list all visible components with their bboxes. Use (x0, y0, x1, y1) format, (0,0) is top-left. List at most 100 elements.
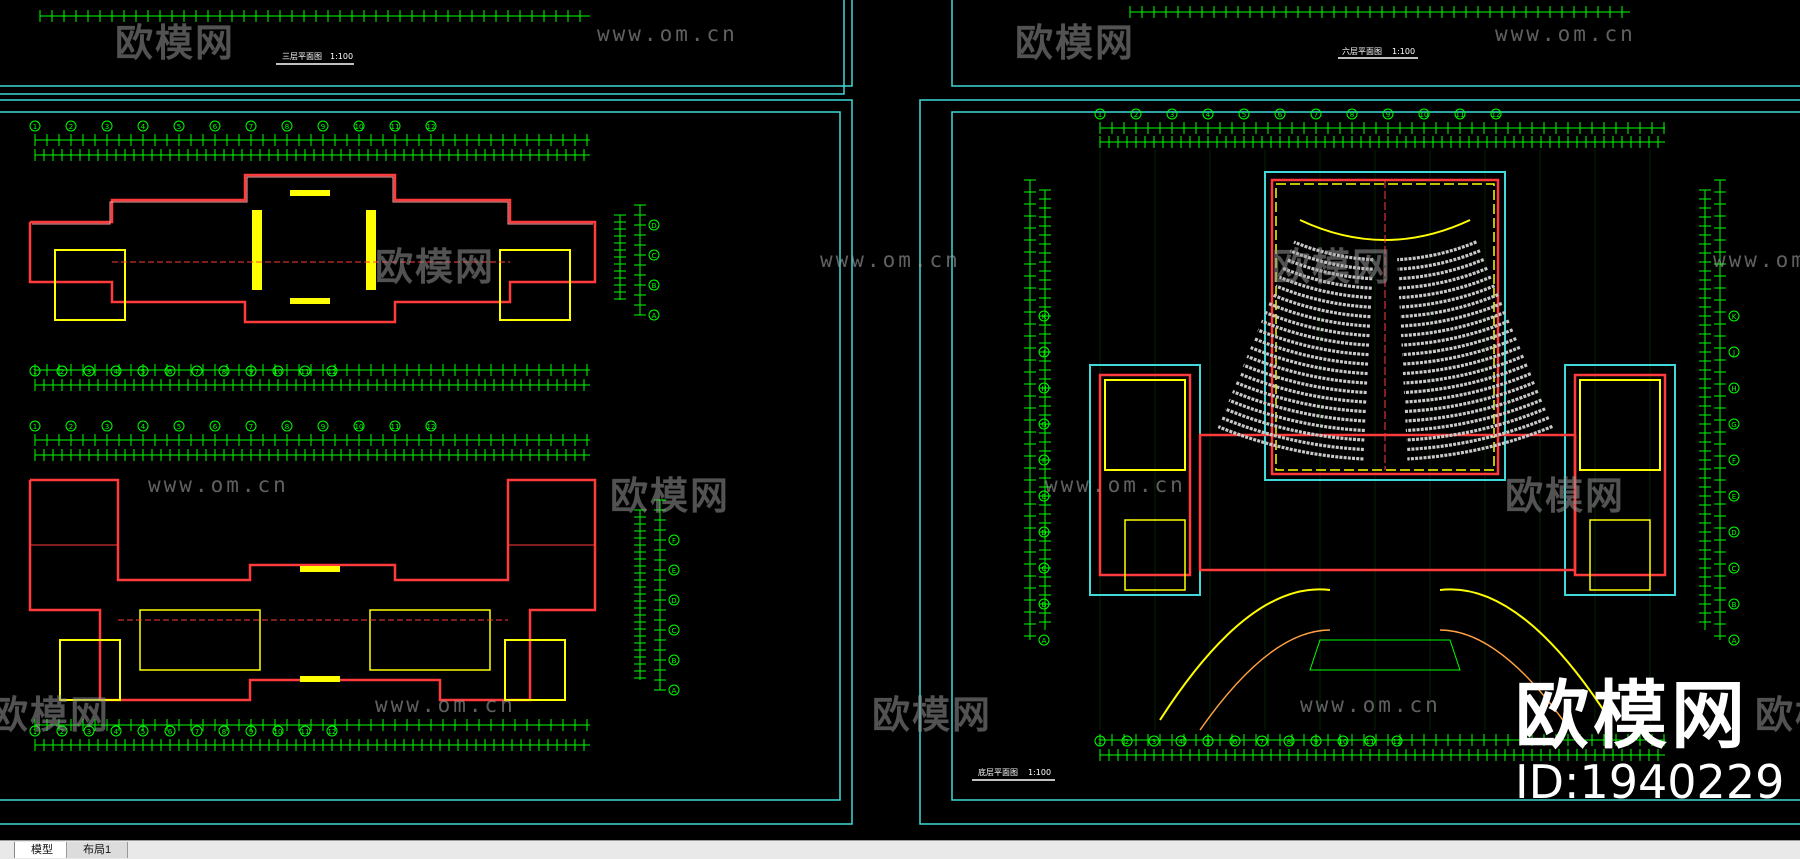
grid-axis-bubble (1728, 454, 1740, 466)
sheet-frame-top-right (951, 0, 1800, 87)
grid-axis-label: K (1042, 313, 1047, 321)
seat-row (1217, 425, 1364, 461)
grid-axis-bubble (110, 365, 122, 377)
seat-row (1402, 345, 1521, 376)
grid-axis-label: E (1732, 493, 1736, 501)
grid-axis-label: 4 (141, 423, 146, 431)
grid-axis-label: 11 (391, 423, 400, 431)
brand-watermark: 欧模网 ID:1940229 (1515, 676, 1784, 808)
grid-axis-bubble (272, 725, 284, 737)
grid-axis-bubble (317, 120, 329, 132)
grid-axis-label: 3 (87, 728, 91, 736)
seat-row (1398, 266, 1488, 290)
grid-axis-bubble (1148, 735, 1160, 747)
grid-axis-label: 10 (355, 123, 364, 131)
grid-axis-bubble (1130, 108, 1142, 120)
sheet-frame-left-inner (0, 111, 841, 801)
grid-axis-bubble (83, 365, 95, 377)
seat-row (1253, 337, 1369, 366)
grid-axis-bubble (29, 420, 41, 432)
grid-axis-bubble (1202, 108, 1214, 120)
grid-axis-label: B (1042, 601, 1047, 609)
grid-axis-label: 7 (195, 368, 199, 376)
tab-model[interactable]: 模型 (14, 842, 70, 858)
grid-axis-label: B (1732, 601, 1737, 609)
grid-axis-bubble (648, 219, 660, 231)
grid-axis-label: 4 (1206, 111, 1211, 119)
grid-axis-label: 1 (1098, 738, 1102, 746)
grid-axis-label: 10 (1339, 738, 1348, 746)
grid-axis-label: F (1042, 457, 1046, 465)
grid-axis-label: 3 (105, 423, 109, 431)
grid-axis-label: 6 (213, 423, 218, 431)
seat-row (1250, 346, 1368, 376)
grid-axis-label: 8 (1287, 738, 1291, 746)
grid-axis-bubble (137, 120, 149, 132)
seat-row (1404, 372, 1532, 404)
grid-axis-label: 2 (69, 423, 73, 431)
grid-axis-label: 8 (222, 368, 226, 376)
grid-axis-label: 9 (1386, 111, 1390, 119)
seat-row (1235, 381, 1366, 414)
floor-plan-upper-left (28, 173, 597, 324)
grid-axis-label: 6 (1233, 738, 1238, 746)
grid-axis-label: 5 (1242, 111, 1246, 119)
seat-row (1242, 363, 1367, 395)
grid-axis-label: 12 (328, 728, 337, 736)
grid-axis-bubble (29, 725, 41, 737)
sheet-frame-top-left-inner (0, 0, 845, 95)
grid-axis-label: A (1042, 637, 1047, 645)
grid-axis-bubble (65, 420, 77, 432)
seat-row (1404, 380, 1535, 414)
grid-axis-bubble (1094, 108, 1106, 120)
grid-axis-bubble (245, 120, 257, 132)
tab-layout1[interactable]: 布局1 (66, 842, 129, 858)
grid-axis-label: B (672, 657, 677, 665)
grid-axis-bubble (1728, 526, 1740, 538)
grid-axis-label: D (1041, 529, 1046, 537)
seat-row (1398, 257, 1485, 281)
grid-axis-bubble (353, 420, 365, 432)
sheet-scale-third-floor: 1:100 (330, 52, 353, 61)
grid-axis-bubble (218, 725, 230, 737)
grid-axis-bubble (245, 725, 257, 737)
grid-axis-label: 9 (321, 123, 325, 131)
grid-axis-bubble (101, 120, 113, 132)
seat-row (1400, 310, 1506, 338)
grid-axis-label: H (1731, 385, 1736, 393)
grid-axis-bubble (29, 365, 41, 377)
grid-axis-label: K (1732, 313, 1737, 321)
grid-axis-label: 7 (249, 423, 253, 431)
grid-axis-label: 10 (274, 368, 283, 376)
seat-row (1406, 407, 1546, 442)
grid-axis-bubble (1274, 108, 1286, 120)
grid-axis-bubble (326, 365, 338, 377)
grid-axis-bubble (668, 594, 680, 606)
seat-row (1221, 416, 1364, 452)
grid-axis-label: B (652, 282, 657, 290)
grid-axis-bubble (137, 725, 149, 737)
grid-axis-bubble (101, 420, 113, 432)
seat-row (1397, 240, 1478, 262)
grid-axis-bubble (272, 365, 284, 377)
grid-axis-label: 11 (301, 728, 310, 736)
seat-row (1399, 293, 1499, 319)
auditorium-seating (1217, 240, 1554, 461)
grid-axis-label: 2 (69, 123, 73, 131)
grid-axis-bubble (218, 365, 230, 377)
seat-row (1271, 293, 1371, 319)
grid-axis-bubble (317, 420, 329, 432)
seat-row (1289, 249, 1373, 271)
grid-axis-label: 9 (249, 728, 253, 736)
sheet-frames (0, 0, 1800, 825)
grid-axis-bubble (299, 365, 311, 377)
seat-row (1405, 398, 1543, 433)
grid-axis-bubble (209, 120, 221, 132)
grid-axis-bubble (209, 420, 221, 432)
grid-axis-bubble (1283, 735, 1295, 747)
seat-row (1403, 354, 1525, 385)
grid-axis-label: F (1732, 457, 1736, 465)
grid-axis-label: 8 (222, 728, 226, 736)
